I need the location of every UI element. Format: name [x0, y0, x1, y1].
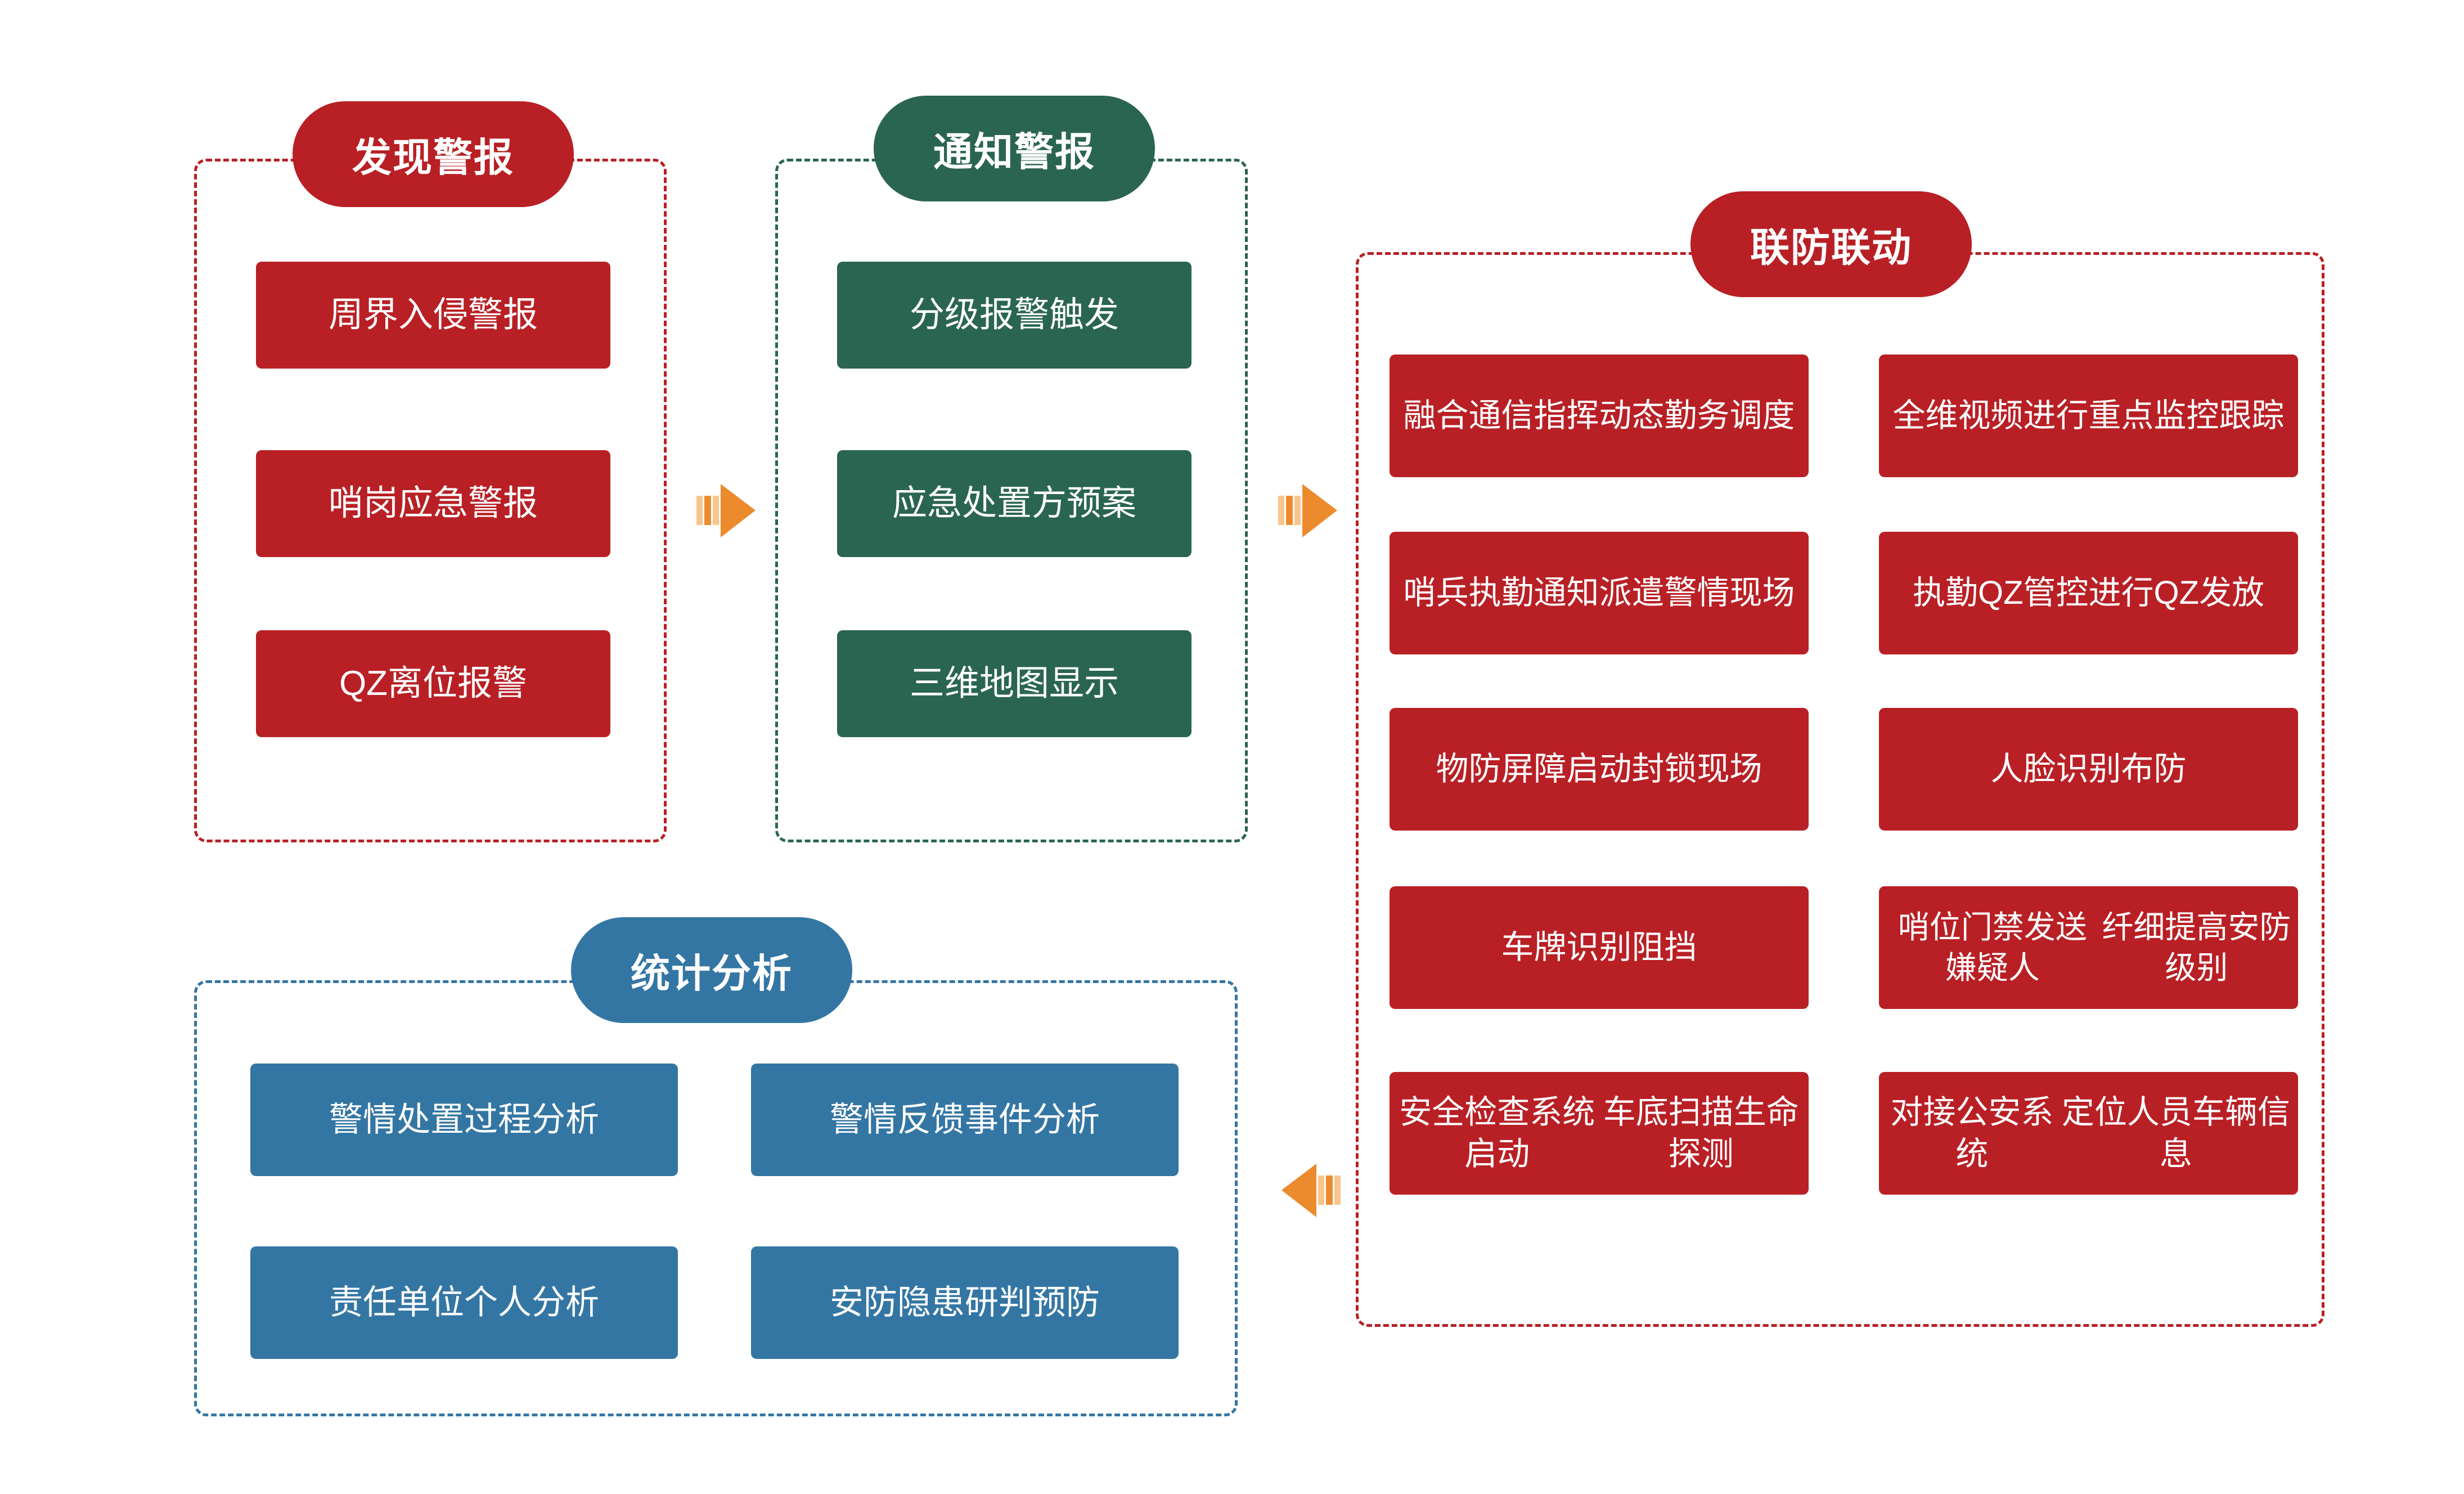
item-joint-defense-left-5[interactable]: 安全检查系统启动 车底扫描生命探测 [1390, 1072, 1809, 1195]
arrow-discover-to-notify-icon [696, 481, 758, 540]
item-notify-alarm-3[interactable]: 三维地图显示 [837, 630, 1191, 737]
item-line-1: 融合通信指挥 [1403, 397, 1599, 434]
item-line-2: 纤细提高安防级别 [2102, 909, 2291, 985]
item-line-1: 物防屏障启动 [1436, 750, 1632, 787]
item-joint-defense-right-2[interactable]: 执勤QZ管控 进行QZ发放 [1879, 532, 2298, 654]
item-line-1: 哨兵执勤通知 [1403, 574, 1599, 611]
item-line-2: 进行QZ发放 [2088, 574, 2265, 611]
item-line-1: 人脸识别布防 [1990, 750, 2187, 787]
item-joint-defense-right-4[interactable]: 哨位门禁发送嫌疑人 纤细提高安防级别 [1879, 886, 2298, 1009]
item-line-2: 车底扫描生命探测 [1603, 1093, 1799, 1172]
item-joint-defense-left-3[interactable]: 物防屏障启动 封锁现场 [1390, 708, 1809, 831]
item-joint-defense-right-5[interactable]: 对接公安系统 定位人员车辆信息 [1879, 1072, 2298, 1195]
item-statistic-analysis-4[interactable]: 安防隐患研判预防 [751, 1246, 1179, 1359]
item-discover-alarm-1[interactable]: 周界入侵警报 [256, 262, 610, 369]
arrow-notify-to-joint-icon [1278, 481, 1340, 540]
item-statistic-analysis-2[interactable]: 警情反馈事件分析 [751, 1064, 1179, 1176]
group-title-discover-alarm: 发现警报 [293, 101, 574, 207]
group-title-joint-defense: 联防联动 [1690, 191, 1972, 297]
item-line-1: 全维视频进行 [1892, 397, 2089, 434]
group-title-notify-alarm: 通知警报 [874, 96, 1155, 201]
item-notify-alarm-1[interactable]: 分级报警触发 [837, 262, 1191, 369]
item-line-1: 安全检查系统启动 [1399, 1093, 1595, 1172]
item-joint-defense-right-3[interactable]: 人脸识别布防 [1879, 708, 2298, 831]
item-discover-alarm-3[interactable]: QZ离位报警 [256, 630, 610, 737]
item-joint-defense-left-2[interactable]: 哨兵执勤通知 派遣警情现场 [1390, 532, 1809, 654]
item-line-1: 哨位门禁发送嫌疑人 [1898, 909, 2087, 985]
item-line-2: 封锁现场 [1631, 750, 1762, 787]
item-joint-defense-left-4[interactable]: 车牌识别阻挡 [1390, 886, 1809, 1009]
item-line-1: 执勤QZ管控 [1912, 574, 2089, 611]
item-line-2: 派遣警情现场 [1599, 574, 1795, 611]
item-line-1: 对接公安系统 [1890, 1093, 2054, 1172]
item-notify-alarm-2[interactable]: 应急处置方预案 [837, 450, 1191, 557]
item-line-1: 车牌识别阻挡 [1501, 928, 1697, 966]
group-title-statistic-analysis: 统计分析 [571, 917, 852, 1023]
item-joint-defense-right-1[interactable]: 全维视频进行 重点监控跟踪 [1879, 355, 2298, 477]
arrow-joint-to-statistic-icon [1279, 1161, 1341, 1220]
item-line-2: 重点监控跟踪 [2088, 397, 2285, 434]
item-statistic-analysis-1[interactable]: 警情处置过程分析 [250, 1064, 678, 1176]
item-statistic-analysis-3[interactable]: 责任单位个人分析 [250, 1246, 678, 1359]
item-discover-alarm-2[interactable]: 哨岗应急警报 [256, 450, 610, 557]
item-joint-defense-left-1[interactable]: 融合通信指挥 动态勤务调度 [1390, 355, 1809, 477]
item-line-2: 定位人员车辆信息 [2061, 1093, 2290, 1172]
item-line-2: 动态勤务调度 [1599, 397, 1795, 434]
